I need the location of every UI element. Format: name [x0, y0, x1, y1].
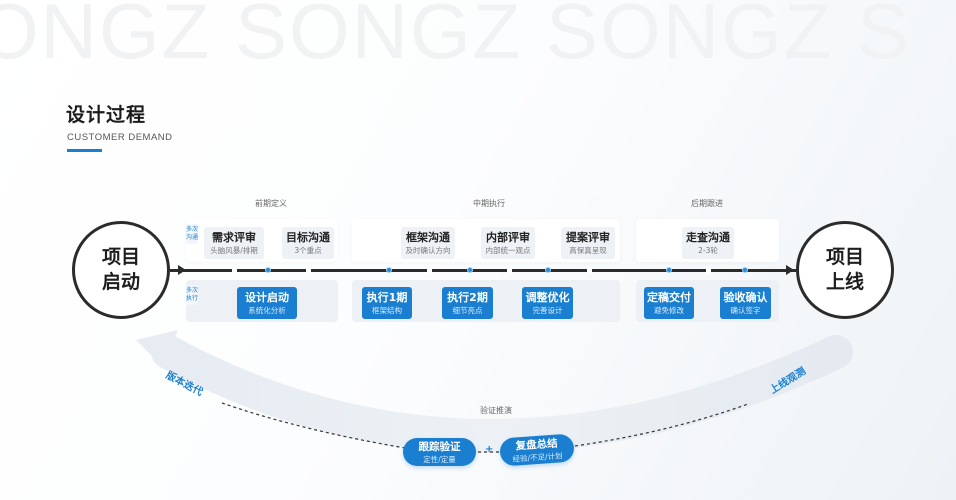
step-subtitle: 避免修改 — [654, 306, 684, 315]
step-title: 内部评审 — [486, 231, 530, 244]
title-underline — [67, 149, 102, 152]
step-framework-communication: 框架沟通 及时确认方向 — [401, 227, 455, 259]
side-tag-multi-execution: 多次执行 — [186, 285, 198, 305]
timeline-milestone-dot — [545, 267, 551, 273]
step-execution-phase-1: 执行1期 框架结构 — [362, 287, 412, 319]
timeline-milestone-dot — [742, 267, 748, 273]
timeline-milestone-dot — [666, 267, 672, 273]
step-title: 定稿交付 — [647, 291, 691, 304]
step-subtitle: 2-3轮 — [698, 246, 718, 255]
step-subtitle: 3个重点 — [294, 246, 322, 255]
timeline-gap — [306, 267, 311, 274]
end-node-line2: 上线 — [825, 271, 864, 293]
timeline-start-arrow-icon — [178, 265, 186, 275]
start-node-project-launch: 项目 启动 — [72, 221, 170, 319]
step-subtitle: 内部统一观点 — [485, 246, 531, 255]
step-subtitle: 高保真呈现 — [569, 246, 607, 255]
plus-connector-icon: + — [485, 444, 494, 455]
step-subtitle: 确认签字 — [730, 306, 761, 315]
background-watermark: ONGZ SONGZ SONGZ S — [0, 0, 912, 75]
phase-label-late: 后期跟进 — [691, 199, 723, 208]
step-title: 执行2期 — [447, 291, 488, 304]
timeline-milestone-dot — [467, 267, 473, 273]
step-title: 执行1期 — [366, 291, 408, 304]
timeline-gap — [587, 267, 592, 274]
timeline-gap — [232, 267, 237, 274]
step-title: 走查沟通 — [686, 231, 730, 244]
step-subtitle: 框架结构 — [372, 306, 402, 315]
end-node-project-online: 项目 上线 — [796, 221, 894, 319]
pill-review-summary: 复盘总结 经验/不足/计划 — [499, 433, 575, 467]
step-internal-review: 内部评审 内部统一观点 — [481, 227, 535, 259]
step-goal-communication: 目标沟通 3个重点 — [282, 227, 334, 259]
step-subtitle: 头脑风暴/排期 — [210, 246, 258, 255]
step-subtitle: 及时确认方向 — [405, 246, 451, 255]
step-subtitle: 完善设计 — [532, 306, 563, 315]
start-node-line1: 项目 — [101, 246, 140, 268]
step-title: 设计启动 — [245, 291, 289, 304]
side-tag-multi-communication: 多次沟通 — [186, 224, 198, 244]
timeline-end-arrow-icon — [786, 265, 794, 275]
phase-label-early: 前期定义 — [255, 199, 287, 208]
step-requirement-review: 需求评审 头脑风暴/排期 — [204, 227, 264, 259]
pill-title: 跟踪验证 — [418, 441, 461, 453]
step-walkthrough-communication: 走查沟通 2-3轮 — [682, 227, 734, 259]
timeline-milestone-dot — [265, 267, 271, 273]
timeline-milestone-dot — [386, 267, 392, 273]
timeline-gap — [507, 267, 512, 274]
phase-label-middle: 中期执行 — [473, 199, 505, 208]
step-title: 验收确认 — [723, 291, 768, 304]
pill-tracking-verification: 跟踪验证 定性/定量 — [403, 438, 476, 466]
step-design-kickoff: 设计启动 系统化分析 — [237, 287, 297, 319]
step-subtitle: 细节亮点 — [452, 306, 483, 315]
step-title: 需求评审 — [212, 231, 256, 244]
timeline-line — [170, 269, 796, 272]
start-node-line2: 启动 — [101, 271, 140, 293]
step-title: 框架沟通 — [406, 231, 450, 244]
step-adjust-optimize: 调整优化 完善设计 — [522, 287, 573, 319]
step-subtitle: 系统化分析 — [248, 306, 286, 315]
step-execution-phase-2: 执行2期 细节亮点 — [442, 287, 493, 319]
end-node-line1: 项目 — [825, 246, 864, 268]
timeline-gap — [427, 267, 432, 274]
step-final-delivery: 定稿交付 避免修改 — [644, 287, 694, 319]
loop-center-label: 验证推演 — [480, 406, 512, 415]
step-title: 目标沟通 — [286, 231, 330, 244]
step-acceptance-confirmation: 验收确认 确认签字 — [720, 287, 771, 319]
step-title: 调整优化 — [525, 291, 570, 304]
page-subtitle: CUSTOMER DEMAND — [67, 132, 173, 143]
page-title: 设计过程 — [66, 104, 147, 126]
step-title: 提案评审 — [566, 231, 610, 244]
step-proposal-review: 提案评审 高保真呈现 — [561, 227, 615, 259]
pill-subtitle: 定性/定量 — [423, 455, 456, 464]
timeline-gap — [706, 267, 711, 274]
